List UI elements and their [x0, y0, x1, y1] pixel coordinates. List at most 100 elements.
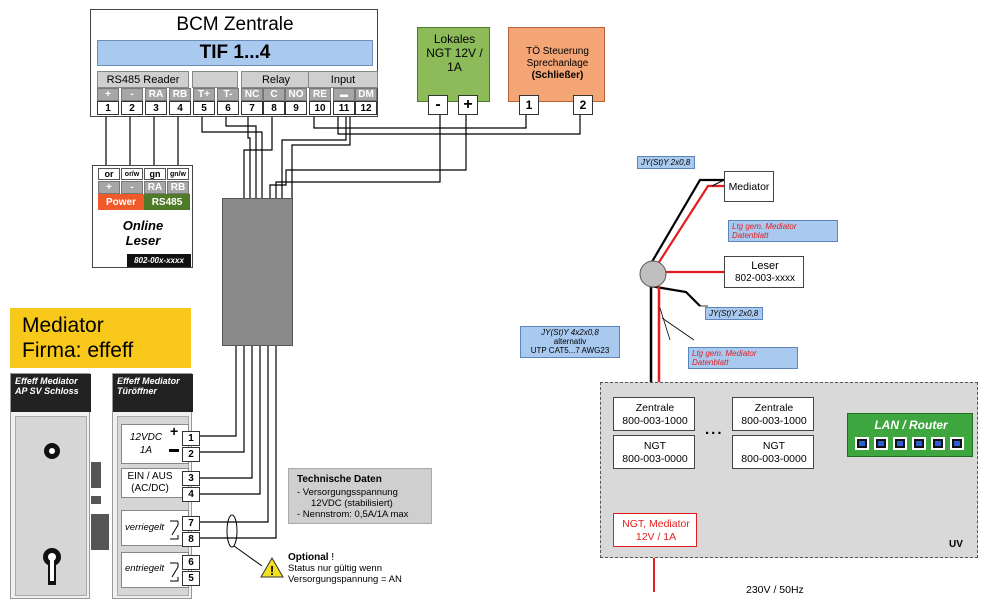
- lock-left-body: [15, 416, 87, 596]
- ngt-mediator: NGT, Mediator 12V / 1A: [613, 513, 697, 547]
- tech-l3: - Nennstrom: 0,5A/1A max: [297, 509, 409, 520]
- power-block: Power: [98, 194, 144, 210]
- bcm-to-junction-wires: [201, 112, 273, 198]
- reader-pin-2: -: [121, 181, 143, 194]
- entriegelt-label: entriegelt: [125, 563, 165, 574]
- tech-title: Technische Daten: [297, 474, 382, 485]
- bolt-upper: [91, 462, 101, 488]
- reader-pin-1: +: [98, 181, 120, 194]
- leser-part: 802-003-xxxx: [734, 273, 796, 284]
- verriegelt-group: verriegelt: [121, 510, 189, 546]
- switch-icon-entriegelt: [170, 562, 179, 582]
- bcm-terminal-num-2: 2: [121, 101, 143, 115]
- mains-label: 230V / 50Hz: [746, 584, 804, 596]
- z1-title: Zentrale: [635, 402, 675, 414]
- bcm-terminal-label-1: +: [97, 88, 119, 101]
- reader-color-3: gn: [144, 168, 166, 180]
- cable-note-3: JY(St)Y 4x2x0,8 alternativ UTP CAT5...7 …: [520, 326, 620, 358]
- lock-terminal-4: 4: [182, 487, 200, 502]
- entriegelt-group: entriegelt: [121, 552, 189, 588]
- reader-color-1: or: [98, 168, 120, 180]
- bolt-lower: [91, 514, 109, 550]
- ngt-med-l2: 12V / 1A: [635, 531, 677, 543]
- local-ngt: Lokales NGT 12V / 1A - +: [417, 27, 490, 115]
- reader-color-4: gn/w: [167, 168, 189, 180]
- reader-wires: [105, 113, 179, 165]
- junction-to-lock-wires: [200, 346, 277, 539]
- to-terminal-1: 1: [519, 95, 539, 115]
- lock-terminal-6: 6: [182, 555, 200, 570]
- mediator-device: Mediator: [724, 171, 774, 202]
- junction-circle: [639, 260, 667, 288]
- bcm-terminal-num-7: 7: [241, 101, 263, 115]
- bcm-terminal-label-9: NO: [285, 88, 307, 101]
- warning-icon: !: [260, 557, 284, 578]
- bcm-terminal-num-10: 10: [309, 101, 331, 115]
- tech-l2: 12VDC (stabilisiert): [311, 498, 393, 509]
- rs485-block: RS485: [144, 194, 190, 210]
- bcm-terminal-label-4: RB: [169, 88, 191, 101]
- lock-terminal-2: 2: [182, 447, 200, 462]
- bcm-terminal-label-8: C: [263, 88, 285, 101]
- keyhole-icon: [43, 548, 61, 585]
- bcm-terminal-num-4: 4: [169, 101, 191, 115]
- group-rs485: RS485 Reader: [97, 71, 189, 88]
- lock-cylinder-icon: [44, 443, 60, 459]
- router-label: LAN / Router: [874, 418, 948, 432]
- zentrale-1: Zentrale 800-003-1000: [613, 397, 695, 431]
- to-steuerung: TÖ Steuerung Sprechanlage (Schließer) 1 …: [508, 27, 605, 115]
- bcm-terminal-label-7: NC: [241, 88, 263, 101]
- power-label: 12VDC 1A: [129, 432, 163, 456]
- bcm-zentrale: BCM Zentrale TIF 1...4 RS485 Reader Rela…: [90, 9, 378, 117]
- uv-cabinet: Zentrale 800-003-1000 NGT 800-003-0000 .…: [600, 382, 978, 558]
- leser-title: Leser: [751, 260, 779, 272]
- banner-line2: Firma: effeff: [22, 339, 134, 362]
- router-port: [950, 437, 964, 450]
- bcm-terminal-num-9: 9: [285, 101, 307, 115]
- optional-title-row: Optional !: [288, 552, 428, 563]
- group-input: Input: [308, 71, 378, 88]
- router-port: [912, 437, 926, 450]
- lock-left-title: Effeff Mediator AP SV Schloss: [11, 374, 91, 412]
- z2-part: 800-003-1000: [741, 415, 807, 427]
- leser-device: Leser 802-003-xxxx: [724, 256, 804, 288]
- n2-title: NGT: [762, 440, 786, 452]
- cable-note-2: JY(St)Y 2x0,8: [705, 307, 763, 320]
- z2-title: Zentrale: [754, 402, 794, 414]
- reader-color-2: or/w: [121, 168, 143, 180]
- cable3-l2: alternativ: [553, 337, 587, 346]
- power-group: 12VDC 1A + ▬: [121, 423, 189, 464]
- local-ngt-plus: +: [458, 95, 478, 115]
- optional-bang: !: [328, 552, 335, 563]
- optional-l1: Status nur gültig wenn: [288, 563, 383, 574]
- lock-left: Effeff Mediator AP SV Schloss: [10, 373, 109, 599]
- ngt-med-l1: NGT, Mediator: [622, 518, 690, 530]
- bcm-terminal-label-2: -: [121, 88, 143, 101]
- group-relay: Relay: [241, 71, 311, 88]
- local-ngt-title: Lokales NGT 12V / 1A: [426, 32, 483, 74]
- group-tbus: [192, 71, 238, 88]
- zentrale-2: Zentrale 800-003-1000: [732, 397, 814, 431]
- lock-terminal-3: 3: [182, 471, 200, 486]
- to-terminal-2: 2: [573, 95, 593, 115]
- bcm-terminal-label-10: RE: [309, 88, 331, 101]
- lock-terminal-8: 8: [182, 532, 200, 547]
- lock-right: Effeff Mediator Türöffner 12VDC 1A + ▬ E…: [112, 373, 200, 599]
- tech-l1: - Versorgungsspannung: [297, 487, 398, 498]
- reader-pin-3: RA: [144, 181, 166, 194]
- to-line1: TÖ Steuerung: [526, 46, 589, 57]
- uv-label: UV: [949, 539, 963, 550]
- ngt-1: NGT 800-003-0000: [613, 435, 695, 469]
- cable3-l3: UTP CAT5...7 AWG23: [530, 346, 610, 355]
- svg-text:!: !: [270, 563, 274, 578]
- lock-terminal-5: 5: [182, 571, 200, 586]
- optional-note: Optional ! Status nur gültig wenn Versor…: [288, 552, 428, 585]
- bcm-terminal-label-11: ▬: [333, 88, 355, 101]
- router-port: [874, 437, 888, 450]
- lock-terminal-7: 7: [182, 516, 200, 531]
- bolt-mid: [91, 496, 101, 504]
- lock-right-title: Effeff Mediator Türöffner: [113, 374, 193, 412]
- to-line3: (Schließer): [531, 70, 584, 81]
- n1-part: 800-003-0000: [622, 453, 688, 465]
